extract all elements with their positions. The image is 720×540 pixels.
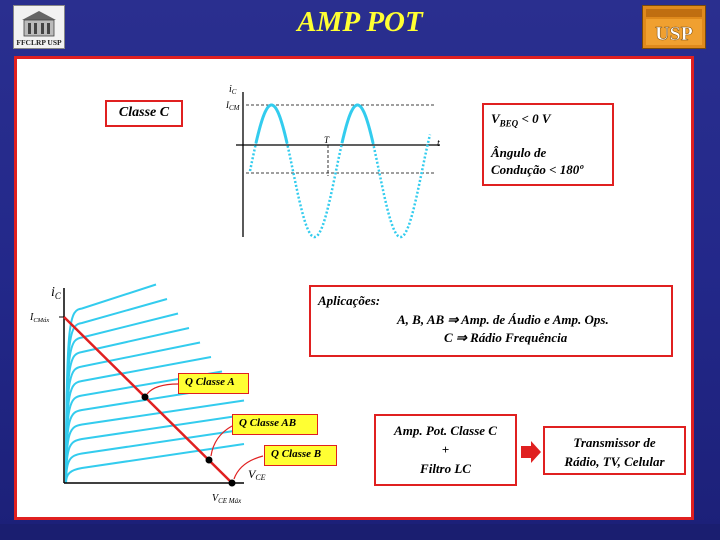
applications-line-2: C ⇒ Rádio Frequência [444,330,568,345]
vcemax-label: VCE Máx [212,493,242,505]
class-ab-pointer [210,425,233,457]
conditions-box: VBEQ < 0 V Ângulo de Condução < 180º [482,103,614,186]
applications-box: Aplicações: A, B, AB ⇒ Amp. de Áudio e A… [309,285,673,357]
characteristic-curve [65,443,245,484]
logo-right-text: USP [655,23,693,45]
footer-strip [0,524,720,540]
ffclrp-logo: FFCLRP USP [13,5,65,49]
peak-current-label: ICM [225,100,241,112]
amp-pot-box: Amp. Pot. Classe C + Filtro LC [374,414,517,486]
applications-line-1: A, B, AB ⇒ Amp. de Áudio e Amp. Ops. [397,312,609,327]
time-axis-label: t [437,138,440,149]
class-b-pointer [233,455,264,480]
characteristic-curve [65,414,245,484]
characteristic-curve [65,298,168,484]
amp-pot-line-2: + [441,442,450,457]
right-arrow-icon [521,441,541,463]
q-point-class-ab [205,456,213,464]
q-point-class-b [228,479,236,487]
q-class-b-tag: Q Classe B [264,445,337,466]
icmax-label: ICMáx [29,312,49,324]
characteristic-curve [65,283,157,484]
load-line [63,316,233,484]
amp-pot-line-1: Amp. Pot. Classe C [394,423,497,438]
conduction-pulses [254,103,375,144]
vce-axis-label: VCE [248,467,266,482]
class-a-pointer [146,383,179,395]
applications-heading: Aplicações: [318,293,381,308]
header-bar: FFCLRP USP AMP POT USP [0,0,720,52]
vbeq-symbol: V [491,111,500,126]
classe-c-box: Classe C [105,100,183,127]
period-label: T [324,135,330,145]
characteristic-curve [65,327,190,484]
angle-line-2: Condução < 180º [491,161,584,177]
q-point-class-a [141,393,149,401]
amp-pot-line-3: Filtro LC [420,461,471,476]
q-class-a-tag: Q Classe A [178,373,249,394]
angle-line-1: Ângulo de [491,144,547,160]
usp-logo: USP [642,5,706,49]
vbeq-subscript: BEQ [499,118,519,129]
slide-title: AMP POT [297,6,423,38]
collector-characteristic-curves [65,283,245,484]
classe-c-label: Classe C [118,105,170,120]
wave-y-label: iC [229,84,237,96]
vbeq-rest: < 0 V [518,111,551,126]
ic-axis-label: iC [51,285,62,301]
transmitter-box: Transmissor de Rádio, TV, Celular [543,426,686,475]
transmitter-line-2: Rádio, TV, Celular [564,454,665,469]
q-class-ab-tag: Q Classe AB [232,414,318,435]
logo-left-text: FFCLRP USP [16,38,62,47]
transmitter-line-1: Transmissor de [573,435,656,450]
vbeq-condition: VBEQ < 0 V [491,109,612,134]
